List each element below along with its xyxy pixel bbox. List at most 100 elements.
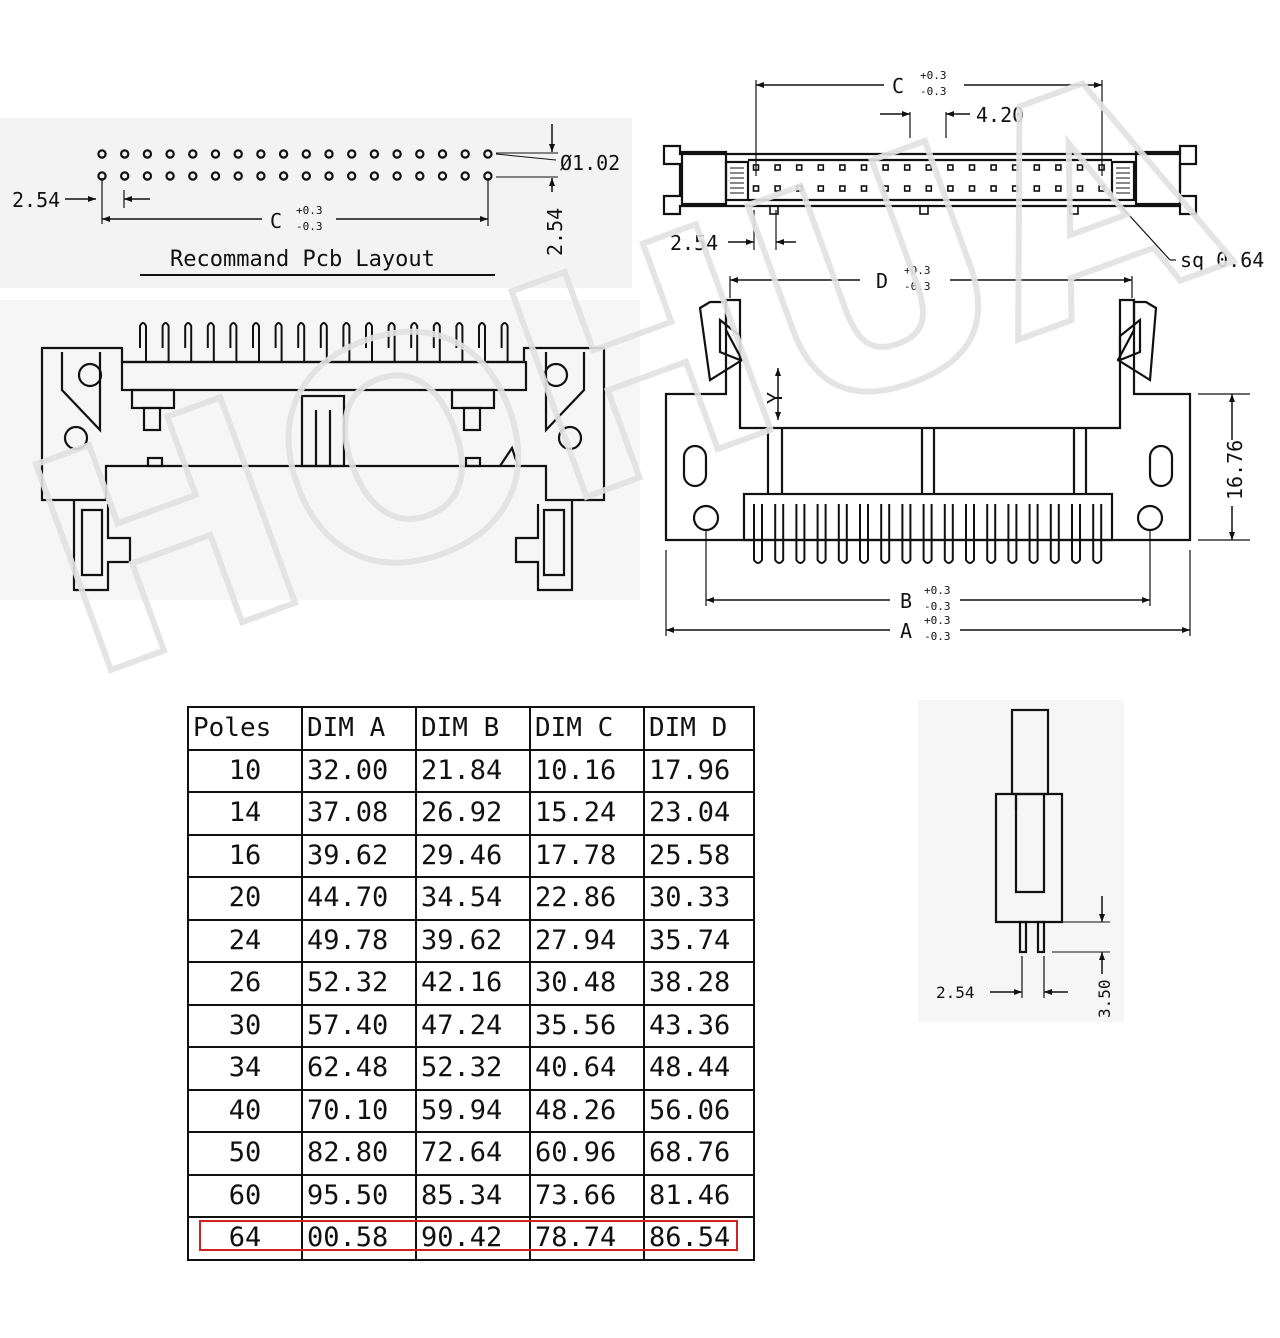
table-cell-dim: 57.40	[301, 1003, 417, 1048]
col-header-dim-b: DIM B	[415, 706, 531, 751]
pcb-hole	[437, 149, 448, 159]
table-cell-poles: 26	[187, 961, 303, 1006]
pin-square	[990, 185, 997, 192]
pcb-hole	[97, 149, 107, 159]
pin	[455, 322, 464, 362]
pin	[478, 322, 486, 362]
table-cell-dim: 34.54	[415, 876, 531, 921]
table-cell-dim: 21.84	[415, 748, 531, 793]
pin	[184, 322, 193, 362]
pin-square	[1033, 185, 1041, 192]
pin	[837, 504, 848, 564]
pcb-hole	[165, 171, 175, 181]
side-pin-len-label: 3.50	[1095, 979, 1114, 1018]
table-cell-dim: 23.04	[643, 791, 755, 836]
pin	[365, 322, 373, 362]
top-pin-grid	[752, 164, 1105, 215]
pin-square	[882, 164, 889, 171]
pin-square	[774, 164, 781, 171]
pcb-hole	[233, 171, 243, 181]
pcb-hole	[233, 149, 243, 159]
pcb-hole	[347, 149, 357, 159]
pin-square	[1011, 164, 1019, 171]
pin-square	[817, 164, 825, 171]
table-cell-dim: 37.08	[301, 791, 417, 836]
table-cell-dim: 72.64	[415, 1131, 531, 1176]
pin-square	[860, 185, 868, 192]
pcb-hole	[301, 149, 311, 159]
table-cell-dim: 68.76	[643, 1131, 755, 1176]
pcb-hole	[369, 149, 380, 159]
top-offset-label: 4.20	[976, 103, 1024, 127]
pin-square	[817, 185, 825, 192]
pin	[1049, 504, 1060, 564]
pin	[161, 322, 170, 362]
table-cell-dim: 42.16	[415, 961, 531, 1006]
pcb-hole	[142, 149, 153, 159]
pcb-layout-title: Recommand Pcb Layout	[170, 247, 435, 272]
pin	[880, 504, 891, 564]
pin-square	[1033, 164, 1041, 171]
pin-square	[839, 164, 846, 171]
pcb-hole	[210, 171, 221, 181]
connector-latch-view-drawing: D +0.3 -0.3 Y 16.76 B +0.3 -0.3 A +0.3 -…	[664, 264, 1250, 643]
pcb-hole	[210, 149, 221, 159]
pin	[986, 504, 997, 564]
pin-square	[882, 185, 889, 192]
connector-side-view-drawing: 2.54 3.50	[918, 700, 1124, 1022]
pin-square	[795, 164, 803, 171]
pin	[139, 322, 147, 362]
table-cell-dim: 59.94	[415, 1088, 531, 1133]
col-header-dim-c: DIM C	[529, 706, 645, 751]
pcb-hole	[437, 171, 448, 181]
key-tab	[919, 205, 929, 215]
pcb-hole	[119, 171, 130, 181]
table-cell-dim: 27.94	[529, 918, 645, 963]
pcb-hole	[188, 149, 198, 159]
table-cell-dim: 49.78	[301, 918, 417, 963]
pin-square	[947, 164, 954, 171]
table-cell-dim: 60.96	[529, 1131, 645, 1176]
pcb-pitch-h-label: 2.54	[12, 188, 60, 212]
pin	[410, 322, 419, 362]
pin-square	[1011, 185, 1019, 192]
top-tol-minus: -0.3	[920, 85, 947, 98]
pcb-hole	[119, 149, 130, 159]
pcb-dim-c-label: C	[270, 209, 282, 233]
front-pin-row	[139, 322, 509, 362]
table-cell-dim: 48.26	[529, 1088, 645, 1133]
table-cell-dim: 40.64	[529, 1046, 645, 1091]
table-cell-dim: 82.80	[301, 1131, 417, 1176]
table-cell-poles: 20	[187, 876, 303, 921]
pin	[753, 504, 763, 564]
pin-square	[1098, 185, 1105, 192]
table-cell-dim: 48.44	[643, 1046, 755, 1091]
pin-square	[1055, 185, 1062, 192]
pin	[1028, 504, 1039, 564]
pin	[252, 322, 260, 362]
col-header-poles: Poles	[187, 706, 303, 751]
pin-square	[947, 185, 954, 192]
top-pin-size-label: sq 0.64	[1180, 248, 1264, 272]
pcb-pitch-v-label: 2.54	[543, 208, 567, 256]
table-cell-dim: 22.86	[529, 876, 645, 921]
pin	[859, 504, 869, 564]
pcb-tol-minus: -0.3	[296, 220, 323, 233]
top-dim-c-label: C	[892, 74, 904, 98]
pcb-hole	[142, 171, 153, 181]
highlight-row-64	[199, 1220, 738, 1251]
pcb-hole	[188, 171, 198, 181]
table-cell-poles: 40	[187, 1088, 303, 1133]
side-pitch-label: 2.54	[936, 983, 975, 1002]
pin-square	[1055, 164, 1062, 171]
